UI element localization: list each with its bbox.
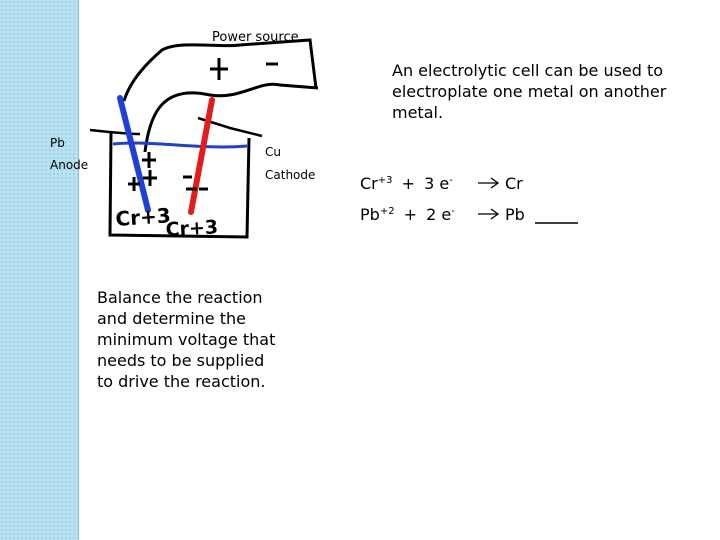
question-text: Balance the reaction and determine the m… xyxy=(97,288,276,391)
beaker xyxy=(108,132,251,239)
terminal-plus-sign xyxy=(210,58,228,80)
anode-label: Anode xyxy=(50,158,89,172)
anode-plus-mark-1 xyxy=(142,152,156,168)
ion-label-right: Cr+3 xyxy=(165,216,219,241)
cathode-electrode xyxy=(188,97,215,215)
ion-label-left: Cr+3 xyxy=(115,203,172,231)
cathode-metal-label: Cu xyxy=(265,145,281,159)
reaction-2-ion: Pb xyxy=(360,205,380,224)
side-stripe xyxy=(0,0,79,540)
anode-electrode xyxy=(117,95,151,213)
anode-lead-wire xyxy=(89,128,141,136)
reaction-1-electron-charge: - xyxy=(449,175,453,186)
description-text: An electrolytic cell can be used to elec… xyxy=(392,61,667,122)
anode-plus-mark-2 xyxy=(143,170,157,186)
reaction-2-plus: + xyxy=(403,205,418,224)
anode-plus-mark-3 xyxy=(128,177,140,191)
reaction-2-product: Pb xyxy=(505,205,525,224)
solution-surface xyxy=(112,141,248,149)
reaction-1-electrons: 3 e xyxy=(424,174,450,193)
reaction-1-ion: Cr xyxy=(360,174,378,193)
reaction-1-charge: +3 xyxy=(377,175,393,186)
reaction-2-electrons: 2 e xyxy=(426,205,452,224)
reaction-2-charge: +2 xyxy=(379,206,395,217)
anode-metal-label: Pb xyxy=(50,136,65,150)
cathode-label: Cathode xyxy=(265,168,316,182)
reaction-2-electron-charge: - xyxy=(451,206,455,217)
power-source-wire-top xyxy=(122,38,318,102)
power-source-wire-bottom xyxy=(143,82,319,153)
reaction-1: Cr+3 + 3 e- xyxy=(360,174,453,193)
reaction-arrow-1 xyxy=(478,177,500,189)
reaction-1-plus: + xyxy=(401,174,415,193)
power-source-label: Power source xyxy=(212,30,299,45)
reaction-1-product: Cr xyxy=(505,174,523,193)
reaction-arrow-2 xyxy=(478,208,500,220)
reaction-2: Pb+2 + 2 e- xyxy=(360,205,455,224)
